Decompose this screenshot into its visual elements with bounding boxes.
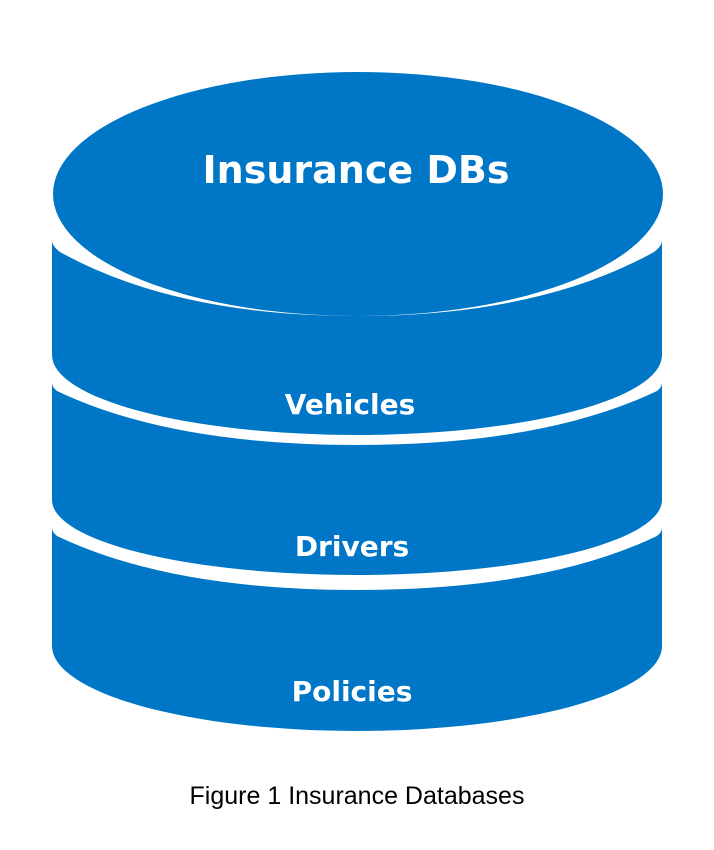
top-label: Insurance DBs	[203, 148, 510, 192]
vehicles-layer	[52, 240, 662, 435]
top-ellipse	[53, 72, 663, 316]
policies-layer	[52, 528, 662, 731]
vehicles-label: Vehicles	[285, 388, 416, 421]
database-cylinder-diagram: Policies Drivers Vehicles Insurance DBs	[52, 72, 663, 731]
figure-caption: Figure 1 Insurance Databases	[189, 782, 525, 810]
drivers-label: Drivers	[295, 530, 409, 563]
drivers-layer	[52, 383, 662, 575]
policies-label: Policies	[292, 675, 413, 708]
